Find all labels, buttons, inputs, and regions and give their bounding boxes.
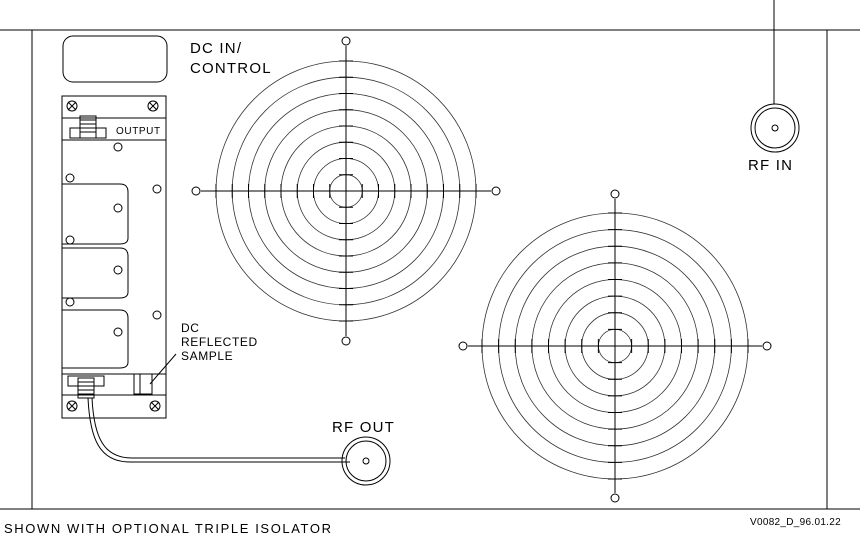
- rf-out-label: RF OUT: [332, 419, 395, 436]
- isolator-assembly: OUTPUT: [62, 96, 166, 418]
- screw-icon: [153, 311, 161, 319]
- screw-icon: [150, 401, 160, 411]
- screw-icon: [66, 174, 74, 182]
- rf-out-cable: [88, 398, 350, 462]
- fan-screw-icon: [342, 337, 350, 345]
- cooling-fan-lower: [459, 190, 771, 502]
- rf-out-connector-icon: [342, 437, 390, 485]
- rf-in-connector-icon: [751, 104, 799, 152]
- sample-label: SAMPLE: [181, 349, 233, 363]
- fan-screw-icon: [459, 342, 467, 350]
- caption-text: SHOWN WITH OPTIONAL TRIPLE ISOLATOR: [4, 521, 333, 536]
- fan-screw-icon: [611, 494, 619, 502]
- reflected-label: REFLECTED: [181, 335, 258, 349]
- sample-leader-line: [150, 354, 176, 384]
- rf-in-label: RF IN: [748, 157, 793, 174]
- screw-icon: [114, 266, 122, 274]
- cooling-fan-upper: [192, 37, 500, 345]
- output-connector-icon: [70, 116, 106, 138]
- panel-outline: [0, 30, 860, 509]
- screw-icon: [114, 204, 122, 212]
- rf-out-cable-inner: [92, 398, 345, 458]
- output-label: OUTPUT: [116, 126, 161, 137]
- fan-screw-icon: [342, 37, 350, 45]
- fan-screw-icon: [492, 187, 500, 195]
- screw-icon: [153, 185, 161, 193]
- screw-icon: [66, 236, 74, 244]
- screw-icon: [114, 143, 122, 151]
- fan-screw-icon: [192, 187, 200, 195]
- dc-in-connector: [63, 36, 167, 82]
- screw-icon: [66, 298, 74, 306]
- screw-icon: [67, 401, 77, 411]
- dc-label: DC: [181, 321, 200, 335]
- screw-icon: [148, 101, 158, 111]
- fan-screw-icon: [611, 190, 619, 198]
- drawing-reference: V0082_D_96.01.22: [750, 517, 841, 528]
- screw-icon: [114, 328, 122, 336]
- dc-in-label: DC IN/: [190, 40, 242, 57]
- control-label: CONTROL: [190, 60, 272, 77]
- sample-port-icon: [134, 374, 152, 394]
- fan-screw-icon: [763, 342, 771, 350]
- screw-icon: [67, 101, 77, 111]
